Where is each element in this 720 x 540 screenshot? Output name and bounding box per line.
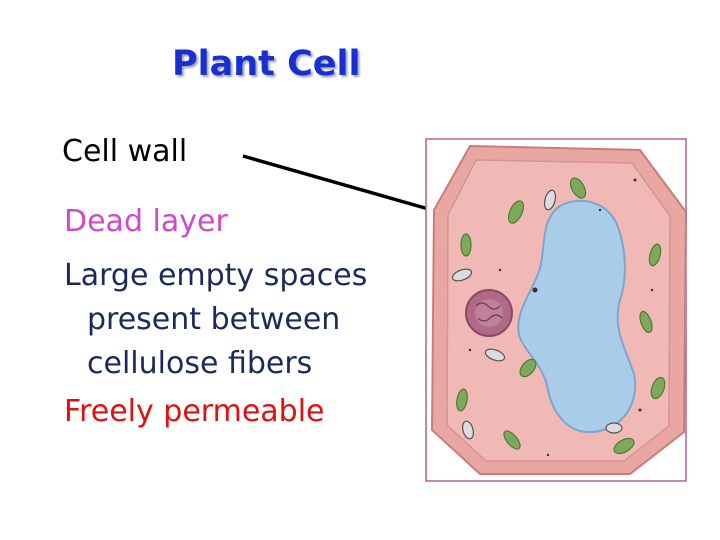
large-spaces-continuation-1: present between xyxy=(87,302,341,337)
large-spaces-point: Large empty spaces xyxy=(64,258,368,293)
mitochondria xyxy=(451,189,623,440)
chromatin xyxy=(475,302,503,322)
nucleolus xyxy=(475,299,503,327)
vacuole xyxy=(517,199,637,434)
cell-wall-heading: Cell wall xyxy=(62,134,188,169)
large-spaces-continuation-2: cellulose fibers xyxy=(87,346,313,381)
pointer-line xyxy=(242,154,447,216)
slide-title: Plant Cell xyxy=(172,44,361,84)
cytoplasm-granules xyxy=(468,178,654,457)
freely-permeable-point: Freely permeable xyxy=(64,394,325,429)
dead-layer-point: Dead layer xyxy=(64,204,228,239)
chloroplasts xyxy=(456,177,666,455)
